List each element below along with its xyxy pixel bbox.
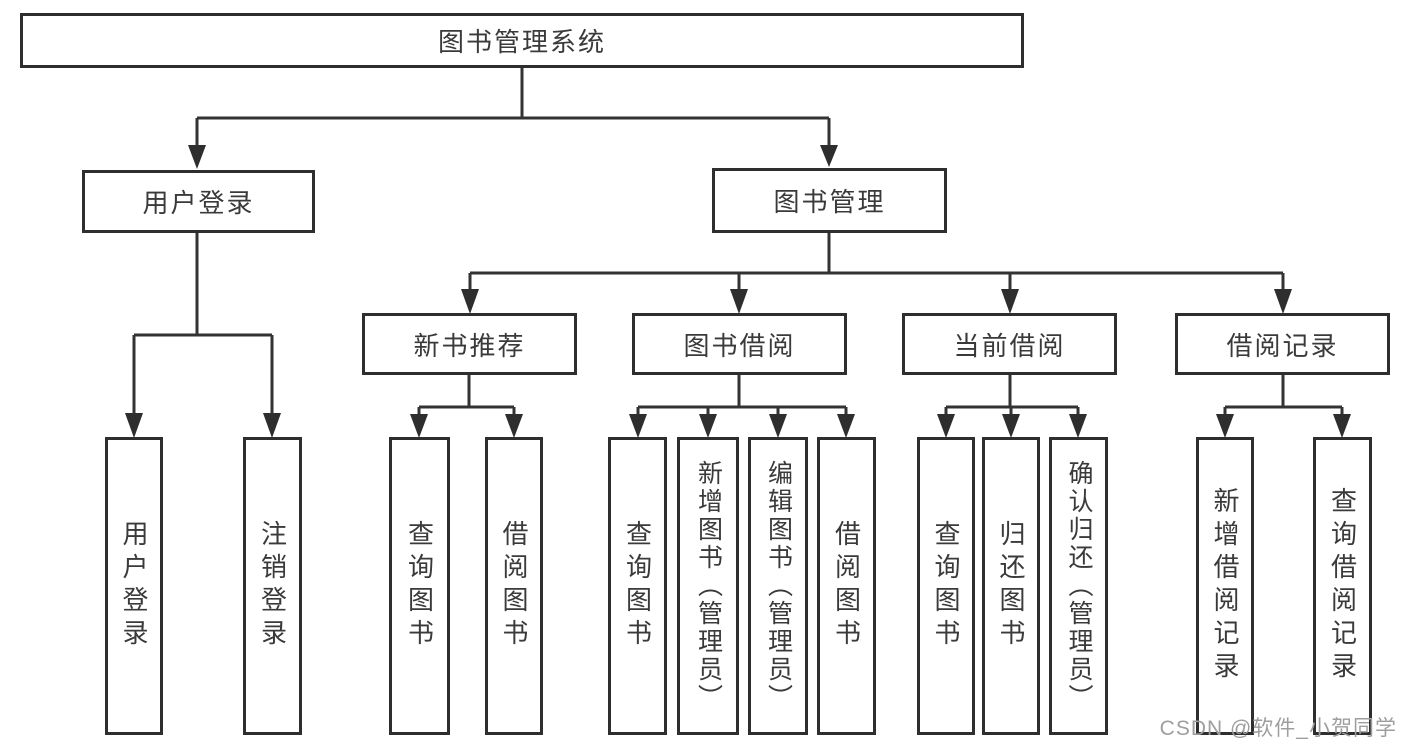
node-borrow-records-label: 借阅记录	[1226, 330, 1339, 361]
leaf-confirm-return-admin: 确认归还（管理员）	[1049, 437, 1108, 735]
node-new-book-recommend-label: 新书推荐	[413, 330, 526, 361]
leaf-add-book-admin: 新增图书（管理员）	[677, 437, 739, 735]
leaf-user-login: 用户登录	[105, 437, 163, 735]
leaf-edit-book-admin-label: 编辑图书（管理员）	[764, 460, 793, 712]
edge-borrow-records-split	[1223, 375, 1344, 415]
node-new-book-recommend: 新书推荐	[362, 313, 577, 375]
leaf-borrow-books-recommend-label: 借阅图书	[499, 520, 529, 652]
node-book-management: 图书管理	[712, 168, 947, 233]
leaf-borrow-books: 借阅图书	[817, 437, 876, 735]
leaf-query-borrow-record-label: 查询借阅记录	[1327, 487, 1358, 685]
leaf-add-borrow-record-label: 新增借阅记录	[1210, 487, 1240, 685]
leaf-query-books-recommend: 查询图书	[389, 437, 450, 735]
node-current-borrow-label: 当前借阅	[953, 330, 1066, 361]
csdn-watermark: CSDN @软件_小贺同学	[1159, 717, 1397, 740]
edge-current-borrow-split	[944, 375, 1080, 415]
leaf-borrow-books-recommend: 借阅图书	[485, 437, 543, 735]
edge-book-management-split	[468, 233, 1285, 290]
leaf-return-book-label: 归还图书	[996, 520, 1026, 652]
leaf-query-books-current-label: 查询图书	[931, 520, 961, 652]
leaf-confirm-return-admin-label: 确认归还（管理员）	[1065, 460, 1093, 712]
leaf-add-borrow-record: 新增借阅记录	[1196, 437, 1254, 735]
node-user-login: 用户登录	[82, 170, 315, 233]
leaf-add-book-admin-label: 新增图书（管理员）	[694, 460, 723, 712]
node-user-login-label: 用户登录	[142, 188, 255, 218]
arrowheads	[125, 145, 1351, 438]
leaf-query-borrow-record: 查询借阅记录	[1313, 437, 1372, 735]
leaf-borrow-books-label: 借阅图书	[831, 520, 862, 652]
node-borrow-records: 借阅记录	[1175, 313, 1390, 375]
leaf-query-books-borrow-label: 查询图书	[622, 520, 653, 652]
leaf-logout: 注销登录	[243, 437, 302, 735]
leaf-edit-book-admin: 编辑图书（管理员）	[748, 437, 808, 735]
edge-user-login-split	[132, 233, 274, 415]
leaf-query-books-recommend-label: 查询图书	[404, 520, 435, 652]
edge-new-book-split	[417, 375, 516, 415]
node-current-borrow: 当前借阅	[902, 313, 1117, 375]
leaf-logout-label: 注销登录	[257, 520, 288, 652]
node-library-system-label: 图书管理系统	[437, 27, 606, 57]
leaf-query-books-current: 查询图书	[917, 437, 975, 735]
edge-root-split	[195, 68, 831, 146]
node-library-system: 图书管理系统	[20, 13, 1024, 68]
node-book-borrow: 图书借阅	[632, 313, 847, 375]
edge-book-borrow-split	[636, 375, 848, 415]
leaf-user-login-label: 用户登录	[119, 520, 149, 652]
node-book-borrow-label: 图书借阅	[683, 330, 796, 361]
node-book-management-label: 图书管理	[773, 187, 886, 217]
leaf-return-book: 归还图书	[982, 437, 1040, 735]
leaf-query-books-borrow: 查询图书	[608, 437, 667, 735]
